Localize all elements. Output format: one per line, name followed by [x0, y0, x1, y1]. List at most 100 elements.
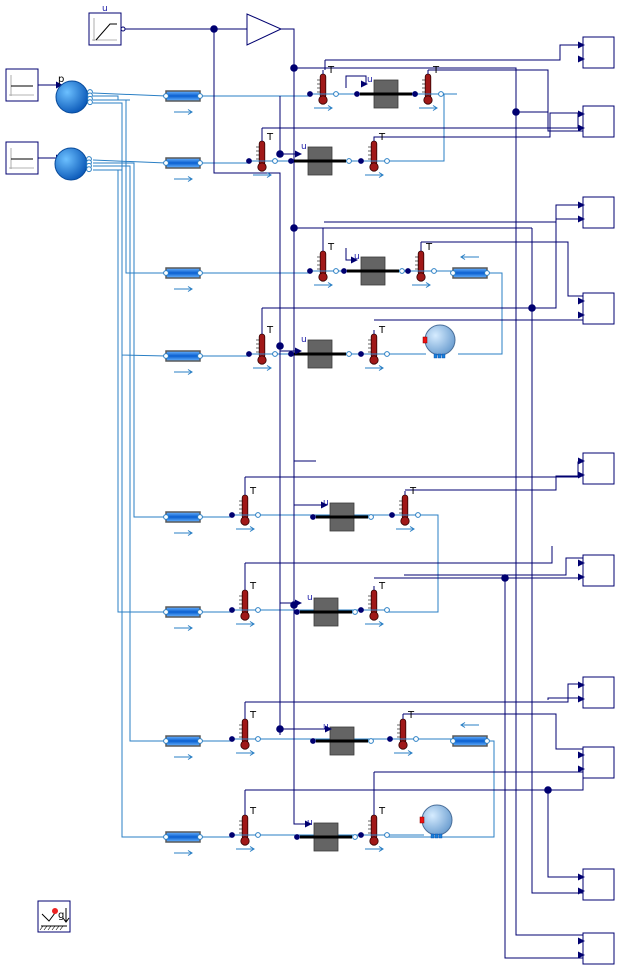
- temperature-sensor-icon[interactable]: T: [412, 65, 444, 111]
- pipe-icon[interactable]: [450, 722, 490, 747]
- heat-exchanger-icon[interactable]: u: [294, 818, 358, 852]
- fluid-line: [93, 162, 166, 518]
- boundary-sphere: [55, 80, 89, 114]
- gravity-arrow-head: [62, 917, 70, 923]
- output-port-box-icon[interactable]: [578, 292, 615, 325]
- fluid-port: [197, 609, 203, 615]
- heat-exchanger-icon[interactable]: u: [294, 593, 358, 627]
- pipe-icon[interactable]: [163, 606, 203, 631]
- fluid-port: [405, 268, 411, 274]
- gravity-system-icon[interactable]: g: [37, 900, 71, 933]
- input-arrow: [578, 201, 585, 209]
- fluid-port: [310, 738, 316, 744]
- fluid-port: [197, 160, 203, 166]
- output-port-box-icon[interactable]: [578, 746, 615, 779]
- gravity-dot: [52, 908, 58, 914]
- vessel-heat-port: [422, 336, 428, 344]
- pipe-icon[interactable]: [163, 735, 203, 760]
- heater-u-label: u: [301, 142, 307, 152]
- temperature-sensor-icon[interactable]: T: [405, 242, 437, 288]
- gain-triangle-icon[interactable]: [246, 13, 283, 46]
- heat-exchanger-icon[interactable]: u: [288, 142, 352, 176]
- input-arrow: [578, 457, 585, 465]
- tank-icon[interactable]: [419, 804, 453, 839]
- input-arrow: [578, 751, 585, 759]
- gravity-hatch: [51, 925, 56, 931]
- heat-exchanger-icon[interactable]: u: [288, 335, 352, 369]
- temperature-sensor-icon[interactable]: T: [246, 325, 278, 371]
- boundary-sphere: [54, 147, 88, 181]
- fluid-boundary-sphere-icon[interactable]: [54, 147, 92, 181]
- output-box-frame: [582, 554, 615, 587]
- output-port-box-icon[interactable]: [578, 676, 615, 709]
- gravity-curve: [41, 912, 56, 922]
- fluid-port: [352, 834, 358, 840]
- pipe-icon[interactable]: [163, 350, 203, 375]
- signal-line: [213, 29, 281, 735]
- signal-line: [262, 218, 583, 309]
- flow-arrow-head: [249, 750, 255, 756]
- pipe-icon[interactable]: [163, 267, 203, 292]
- temperature-sensor-icon[interactable]: T: [307, 242, 339, 288]
- gravity-hatch: [47, 925, 52, 931]
- tank-icon[interactable]: [422, 324, 456, 359]
- gain-triangle: [246, 13, 283, 46]
- pipe-icon[interactable]: [163, 90, 203, 115]
- fluid-boundary-sphere-icon[interactable]: [55, 80, 93, 114]
- step-source-icon[interactable]: [5, 141, 63, 175]
- pipe-icon[interactable]: [163, 511, 203, 536]
- fluid-port: [197, 834, 203, 840]
- temperature-sensor-icon[interactable]: T: [229, 806, 261, 852]
- fluid-port: [384, 158, 390, 164]
- temperature-sensor-icon[interactable]: T: [229, 581, 261, 627]
- output-port-box-icon[interactable]: [578, 868, 615, 901]
- temperature-sensor-icon[interactable]: T: [389, 486, 421, 532]
- output-port-box-icon[interactable]: [578, 105, 615, 138]
- fluid-port: [438, 91, 444, 97]
- ramp-curve: [95, 23, 117, 41]
- heat-exchanger-icon[interactable]: u: [341, 252, 405, 286]
- pipe-body: [165, 511, 201, 523]
- temperature-sensor-icon[interactable]: T: [358, 806, 390, 852]
- sensor-bulb: [400, 516, 410, 526]
- heat-exchanger-icon[interactable]: u: [354, 75, 418, 109]
- temperature-sensor-icon[interactable]: T: [307, 65, 339, 111]
- gravity-frame: [37, 900, 71, 933]
- temperature-sensor-icon[interactable]: T: [229, 486, 261, 532]
- output-port-box-icon[interactable]: [578, 932, 615, 965]
- fluid-port: [255, 512, 261, 518]
- flow-arrow-head: [187, 109, 193, 115]
- fluid-port: [412, 91, 418, 97]
- input-arrow: [578, 124, 585, 132]
- ramp-block-icon[interactable]: u: [88, 4, 126, 46]
- input-arrow: [325, 725, 332, 733]
- output-box-frame: [582, 36, 615, 69]
- temperature-sensor-icon[interactable]: T: [358, 132, 390, 178]
- input-arrow: [578, 873, 585, 881]
- output-port-box-icon[interactable]: [578, 36, 615, 69]
- fluid-port: [358, 351, 364, 357]
- temperature-sensor-icon[interactable]: T: [387, 710, 419, 756]
- input-arrow: [578, 471, 585, 479]
- fluid-port: [229, 832, 235, 838]
- output-box-frame: [582, 196, 615, 229]
- sensor-T-label: T: [266, 325, 274, 336]
- sensor-bulb: [398, 740, 408, 750]
- temperature-sensor-icon[interactable]: T: [246, 132, 278, 178]
- signal-line: [547, 697, 583, 700]
- output-port-box-icon[interactable]: [578, 554, 615, 587]
- pipe-icon[interactable]: [163, 831, 203, 856]
- pipe-icon[interactable]: [450, 254, 490, 279]
- sensor-bulb: [369, 355, 379, 365]
- output-port-box-icon[interactable]: [578, 196, 615, 229]
- pipe-icon[interactable]: [163, 157, 203, 182]
- temperature-sensor-icon[interactable]: T: [358, 581, 390, 627]
- temperature-sensor-icon[interactable]: T: [229, 710, 261, 756]
- step-source-icon[interactable]: p: [5, 68, 64, 102]
- junction-dot: [276, 150, 284, 158]
- flow-arrow-head: [249, 526, 255, 532]
- fluid-port: [163, 738, 169, 744]
- heat-exchanger-icon[interactable]: u: [310, 498, 374, 532]
- output-port-box-icon[interactable]: [578, 452, 615, 485]
- temperature-sensor-icon[interactable]: T: [358, 325, 390, 371]
